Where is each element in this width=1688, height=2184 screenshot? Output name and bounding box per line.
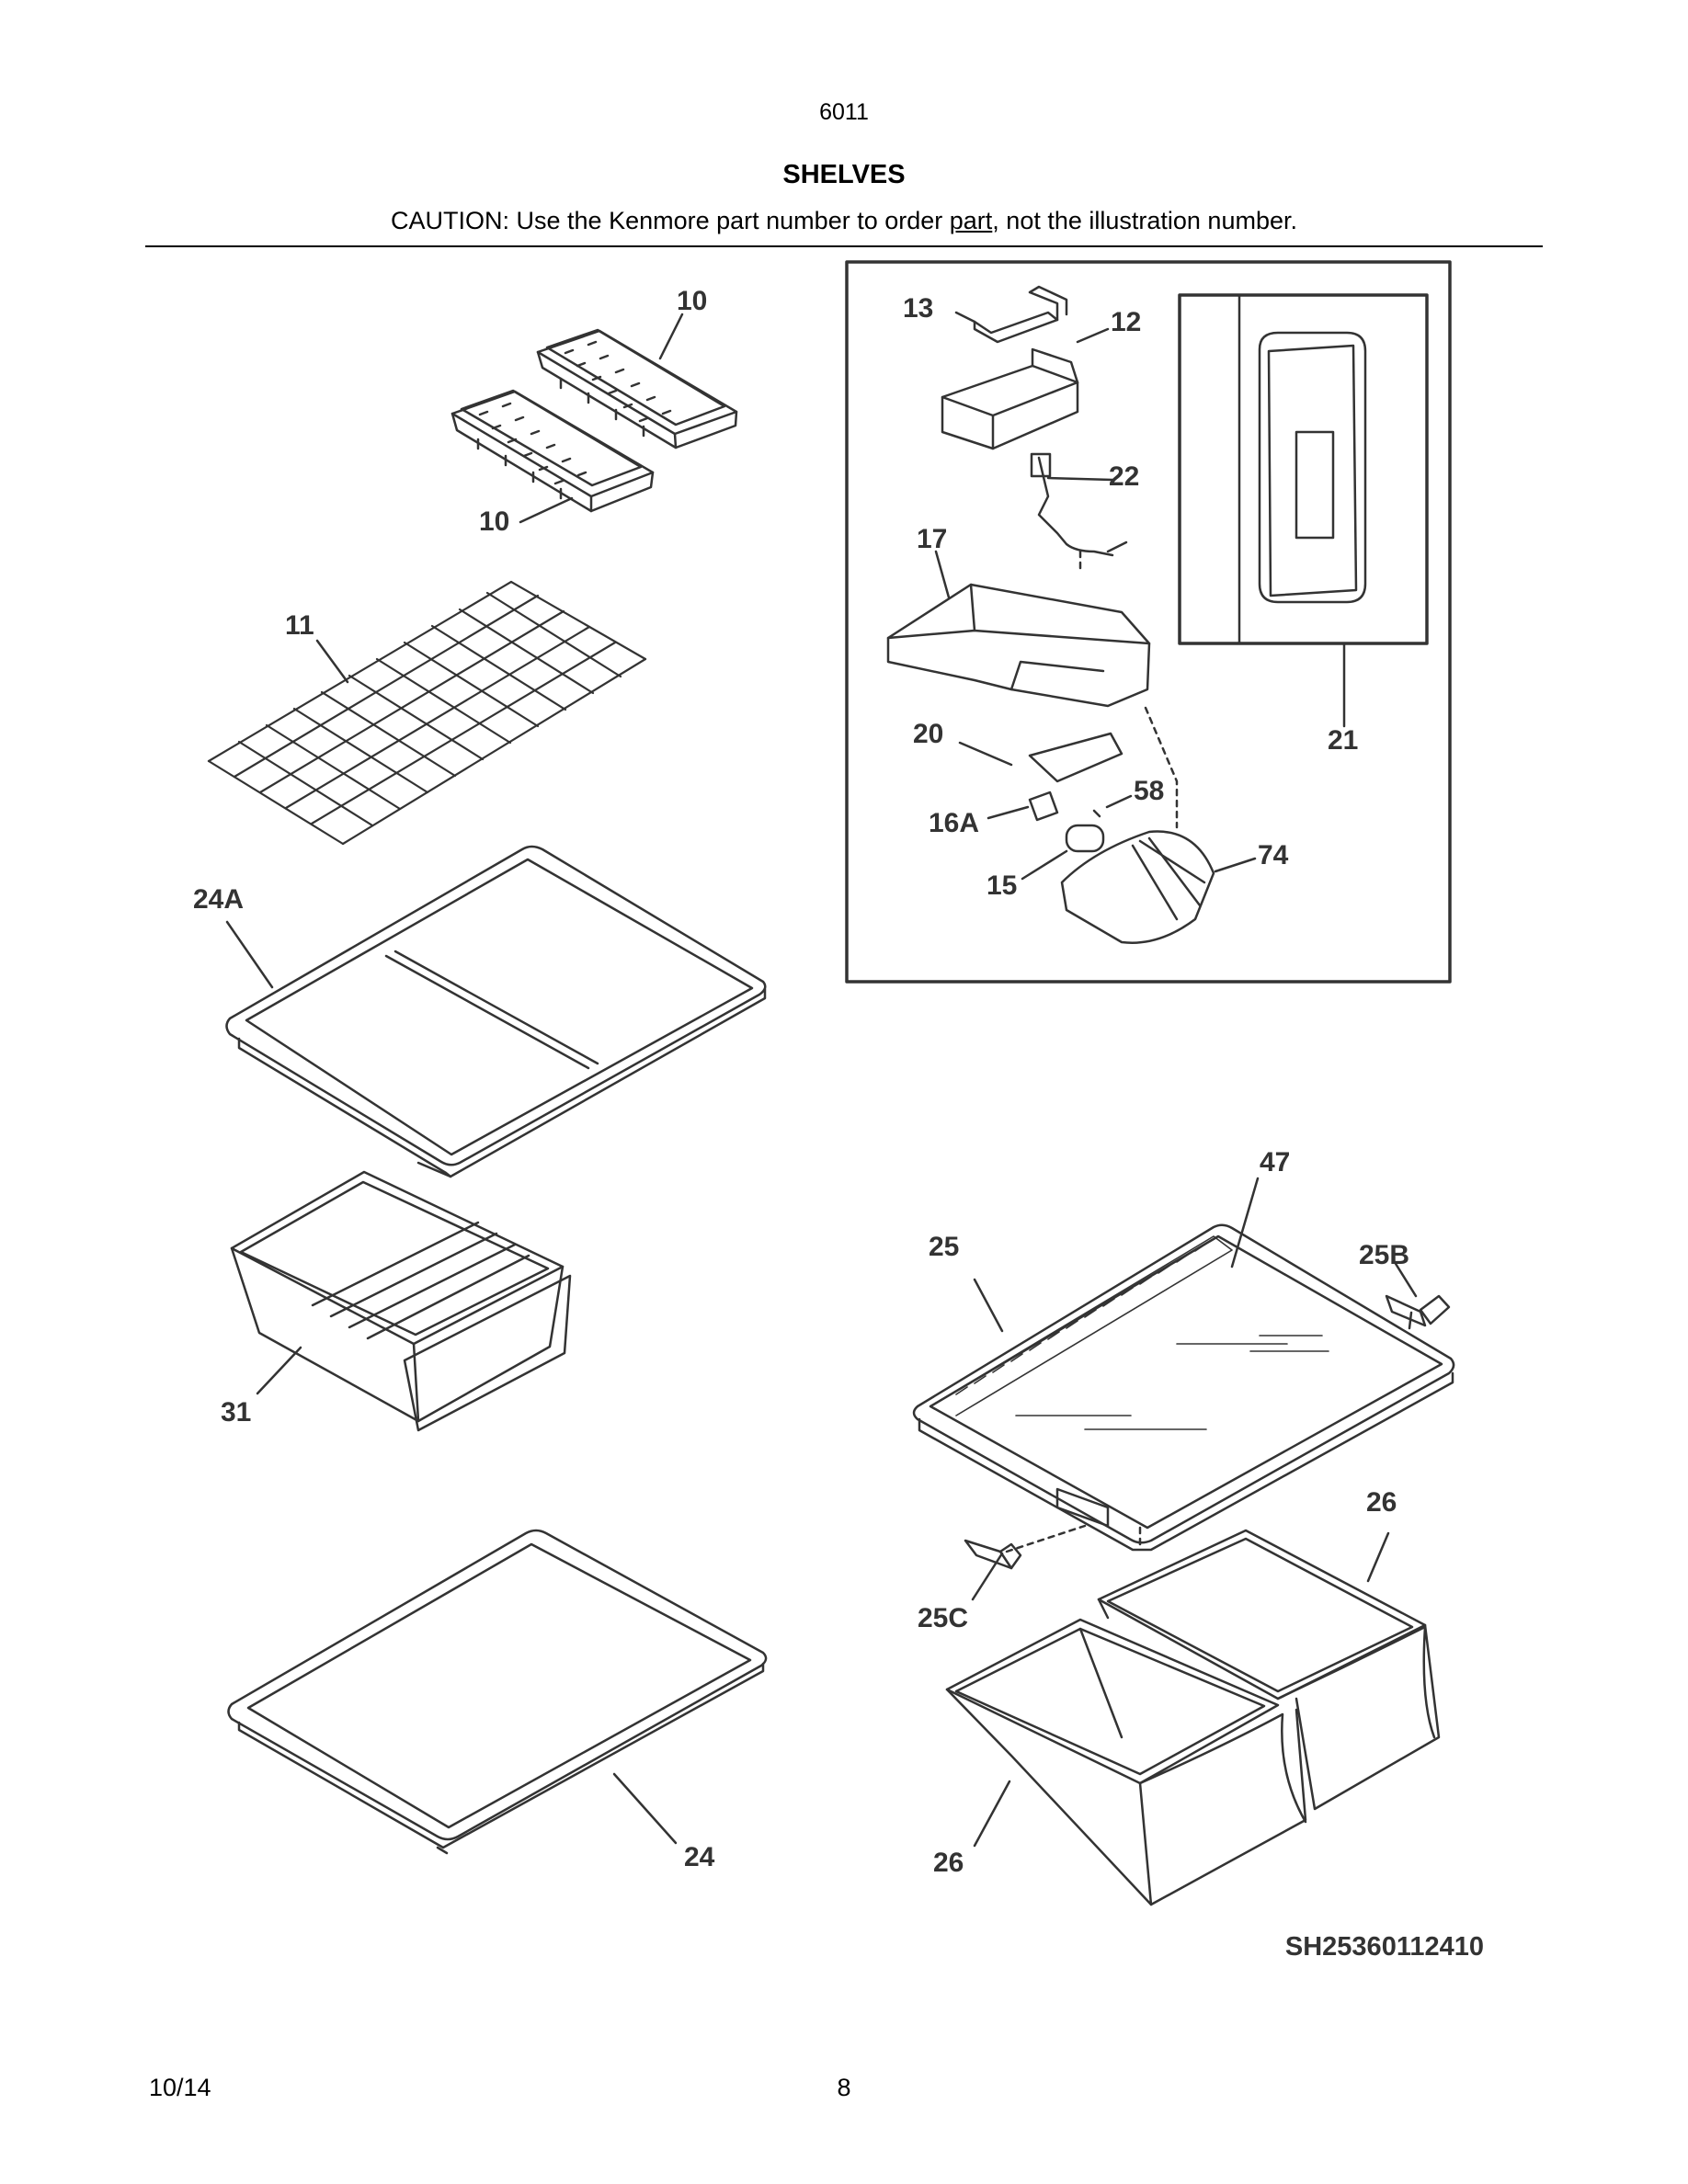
ice-bin-12 [941, 364, 1079, 450]
callout-16a: 16A [929, 808, 979, 838]
ice-dispenser-exploded [886, 285, 1429, 944]
callout-12: 12 [1111, 307, 1141, 337]
callout-25b: 25B [1359, 1240, 1409, 1270]
callout-26-front: 26 [933, 1848, 964, 1878]
callout-26-rear: 26 [1366, 1487, 1397, 1518]
glass-shelf-24a [225, 845, 767, 1178]
page-title: SHELVES [782, 160, 906, 189]
diagram-code: SH25360112410 [1284, 1932, 1484, 1962]
callout-25: 25 [929, 1232, 959, 1262]
harness-22 [1037, 456, 1114, 557]
glass-shelf-47 [912, 1223, 1455, 1552]
leader-31 [256, 1346, 302, 1395]
callout-15: 15 [987, 870, 1017, 901]
header-divider [145, 245, 1543, 247]
ice-tray-upper [536, 328, 738, 449]
leader-24 [612, 1772, 678, 1845]
leader-10-lower [519, 496, 574, 524]
callout-47: 47 [1260, 1147, 1290, 1177]
caution-text-link: part [949, 207, 993, 234]
leader-11 [315, 639, 349, 684]
callout-11: 11 [285, 610, 314, 641]
inset-frame-21 [1178, 293, 1429, 645]
glass-shelf-24 [227, 1529, 768, 1855]
crisper-bin-31 [230, 1170, 572, 1432]
callout-22: 22 [1109, 461, 1139, 492]
ice-tray-lower [451, 389, 655, 513]
callout-58: 58 [1134, 776, 1164, 806]
callout-17: 17 [917, 524, 947, 554]
housing-17 [886, 583, 1151, 708]
dispenser-frame [845, 260, 1452, 984]
caution-text-post: , not the illustration number. [992, 207, 1297, 234]
socket-16a [1028, 791, 1059, 822]
callout-20: 20 [913, 719, 943, 749]
callout-31: 31 [221, 1397, 251, 1428]
caution-note: CAUTION: Use the Kenmore part number to … [0, 207, 1688, 235]
wire-shelf [207, 580, 647, 846]
callout-24: 24 [684, 1842, 715, 1872]
cover-74 [1060, 830, 1215, 944]
crisper-drawer-26-rear [1097, 1529, 1441, 1811]
leader-10-upper [658, 313, 684, 360]
dispenser-pad-21 [1258, 331, 1367, 604]
leader-26-rear [1366, 1531, 1390, 1583]
model-number: 6011 [819, 99, 869, 125]
leader-26-front [973, 1780, 1011, 1848]
callout-13: 13 [903, 293, 933, 324]
callout-24a: 24A [193, 884, 244, 915]
crisper-drawer-26-front [945, 1618, 1307, 1906]
callout-21: 21 [1328, 725, 1358, 756]
revision-date: 10/14 [149, 2074, 211, 2101]
handle-13 [973, 311, 1059, 344]
leader-25c [971, 1552, 1004, 1601]
callout-74: 74 [1258, 840, 1289, 870]
callout-10-upper: 10 [677, 286, 707, 316]
caution-text-pre: CAUTION: Use the Kenmore part number to … [391, 207, 950, 234]
plate-20 [1028, 732, 1123, 783]
shelf-support-25b [1385, 1294, 1451, 1330]
leader-25b [1391, 1257, 1418, 1298]
bulb-15 [1065, 824, 1105, 853]
page-number: 8 [837, 2074, 851, 2101]
callout-25c: 25C [918, 1603, 968, 1633]
screw-58 [1092, 809, 1101, 818]
leader-25 [973, 1278, 1004, 1333]
leader-47 [1230, 1177, 1260, 1268]
shelf-support-25c [964, 1524, 1087, 1570]
callout-10-lower: 10 [479, 506, 509, 537]
leader-24a [225, 920, 274, 989]
